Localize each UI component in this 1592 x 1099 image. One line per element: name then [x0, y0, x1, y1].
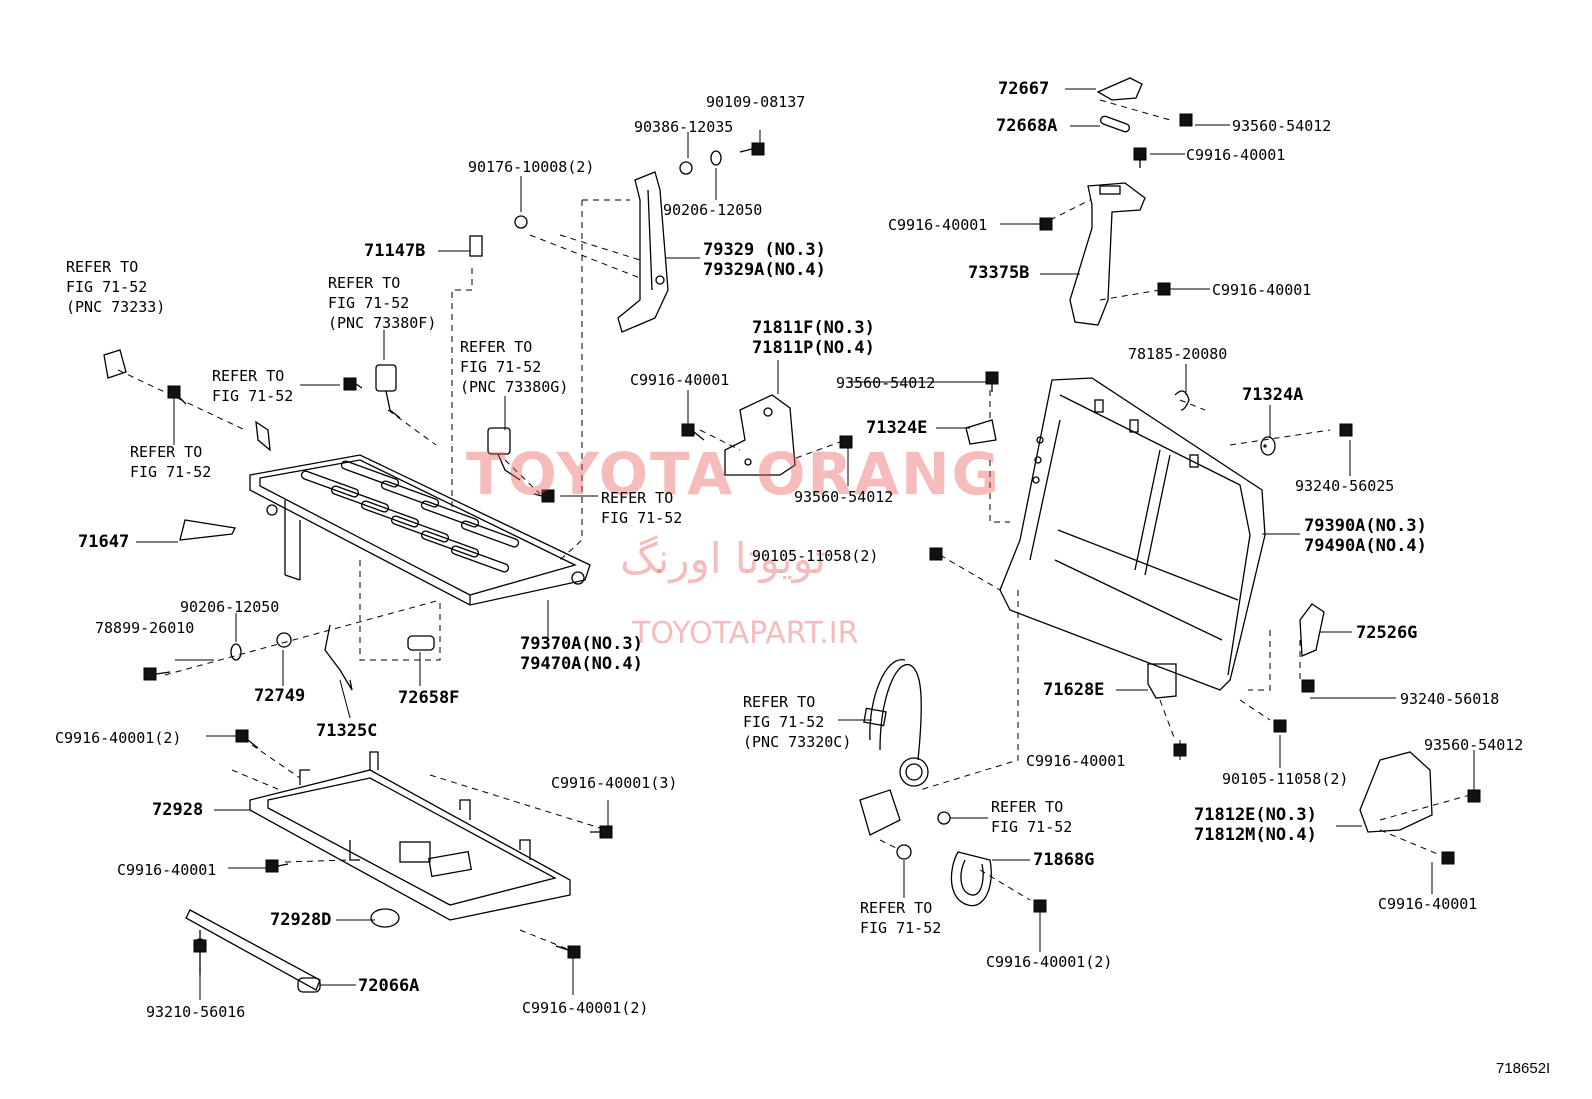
part-71812e: 71812E(NO.3) 71812M(NO.4): [1194, 805, 1317, 845]
part-90109-08137: 90109-08137: [706, 93, 806, 111]
seat-back-frame: [999, 377, 1266, 691]
part-c9916-40001: C9916-40001(3): [551, 774, 678, 792]
part-71868g: 71868G: [1033, 850, 1095, 870]
part-71324e: 71324E: [866, 418, 928, 438]
watermark-url: TOYOTAPART.IR: [632, 616, 859, 651]
part-79390a: 79390A(NO.3) 79490A(NO.4): [1304, 516, 1427, 556]
part-c9916-40001: C9916-40001: [1212, 281, 1312, 299]
part-72658f: 72658F: [398, 688, 460, 708]
part-c9916-40001: C9916-40001: [1186, 146, 1286, 164]
part-71324a: 71324A: [1242, 385, 1304, 405]
side-bracket: [617, 171, 669, 333]
part-93240-56025: 93240-56025: [1295, 477, 1395, 495]
part-72668a: 72668A: [996, 116, 1058, 136]
part-71647: 71647: [78, 532, 130, 552]
part-72928d: 72928D: [270, 910, 332, 930]
part-71147b: 71147B: [364, 241, 426, 261]
callout-refer-fig: REFER TO FIG 71-52: [860, 899, 942, 937]
part-c9916-40001: C9916-40001: [888, 216, 988, 234]
part-c9916-40001: C9916-40001: [1378, 895, 1478, 913]
callout-refer-pnc-73233: REFER TO FIG 71-52 (PNC 73233): [66, 258, 166, 316]
leader-lines: [136, 88, 1475, 1000]
part-72749: 72749: [254, 686, 306, 706]
part-90176-10008: 90176-10008(2): [468, 158, 595, 176]
part-c9916-40001: C9916-40001(2): [55, 729, 182, 747]
seat-belt-retractor: [859, 659, 929, 836]
part-93560-54012: 93560-54012: [1232, 117, 1332, 135]
part-78185-20080: 78185-20080: [1128, 345, 1228, 363]
part-72928: 72928: [152, 800, 204, 820]
figure-id: 718652I: [1496, 1060, 1551, 1077]
fasteners: [143, 113, 1481, 959]
part-c9916-40001: C9916-40001(2): [522, 999, 649, 1017]
part-71811f: 71811F(NO.3) 71811P(NO.4): [752, 318, 875, 358]
watermark-persian: تویوتا اورنگ: [620, 534, 827, 583]
watermark-main: TOYOTA ORANG: [466, 440, 1002, 508]
hinge-cover-bracket: [724, 394, 796, 476]
seat-cushion-frame: [179, 454, 591, 606]
part-93560-54012: 93560-54012: [1424, 736, 1524, 754]
handle-71868g: [950, 851, 992, 907]
callout-refer-fig: REFER TO FIG 71-52: [130, 443, 212, 481]
part-73375b: 73375B: [968, 263, 1030, 283]
part-79370a: 79370A(NO.3) 79470A(NO.4): [520, 634, 643, 674]
part-93560-54012: 93560-54012: [836, 374, 936, 392]
callout-refer-pnc-73380f: REFER TO FIG 71-52 (PNC 73380F): [328, 274, 437, 332]
part-78899-26010: 78899-26010: [95, 619, 195, 637]
upper-right-parts: [1069, 77, 1190, 411]
part-90105-11058: 90105-11058(2): [752, 547, 879, 565]
part-93240-56018: 93240-56018: [1400, 690, 1500, 708]
part-90206-12050: 90206-12050: [180, 598, 280, 616]
part-79329: 79329 (NO.3) 79329A(NO.4): [703, 240, 826, 280]
under-tray: [249, 751, 571, 928]
callout-refer-fig: REFER TO FIG 71-52: [601, 489, 683, 527]
part-90206-12050: 90206-12050: [663, 201, 763, 219]
callout-refer-fig: REFER TO FIG 71-52: [212, 367, 294, 405]
callout-refer-pnc-73380g: REFER TO FIG 71-52 (PNC 73380G): [460, 338, 569, 396]
callout-refer-pnc-73320c: REFER TO FIG 71-52 (PNC 73320C): [743, 693, 852, 751]
seat-belt-buckle: [103, 349, 521, 481]
small-parts: [230, 150, 1433, 860]
part-93210-56016: 93210-56016: [146, 1003, 246, 1021]
part-72667: 72667: [998, 79, 1050, 99]
part-c9916-40001: C9916-40001: [117, 861, 217, 879]
part-71325c: 71325C: [316, 721, 378, 741]
part-72066a: 72066A: [358, 976, 420, 996]
part-c9916-40001: C9916-40001: [1026, 752, 1126, 770]
part-71628e: 71628E: [1043, 680, 1105, 700]
part-93560-54012: 93560-54012: [794, 488, 894, 506]
dashed-guides: [117, 99, 1471, 951]
part-72526g: 72526G: [1356, 623, 1418, 643]
part-90386-12035: 90386-12035: [634, 118, 734, 136]
part-c9916-40001: C9916-40001: [630, 371, 730, 389]
part-c9916-40001: C9916-40001(2): [986, 953, 1113, 971]
part-90105-11058: 90105-11058(2): [1222, 770, 1349, 788]
callout-refer-fig: REFER TO FIG 71-52: [991, 798, 1073, 836]
